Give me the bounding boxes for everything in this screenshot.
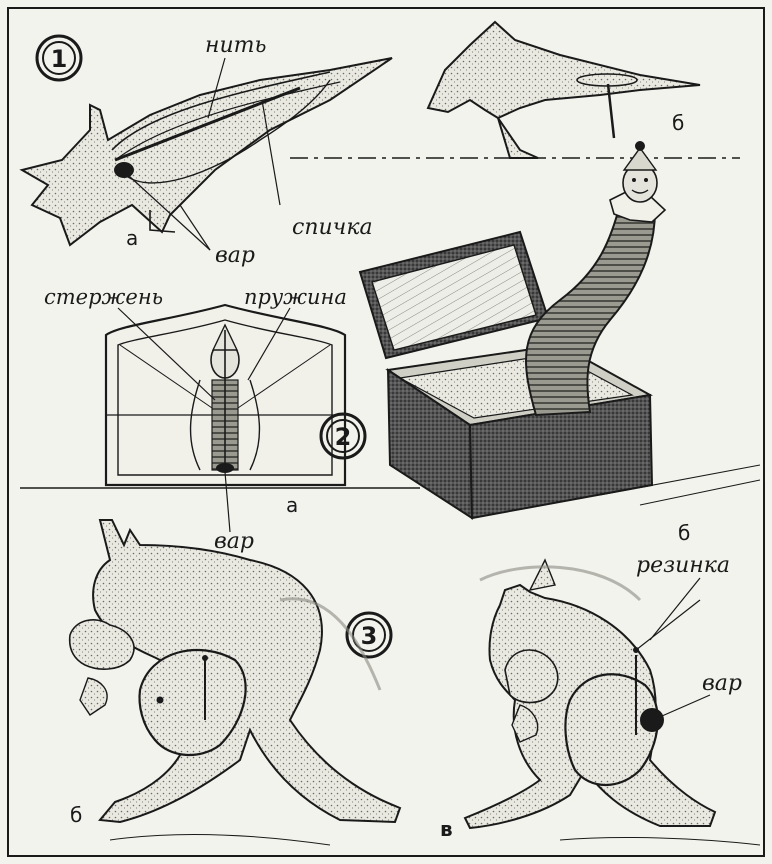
subfigure-2a-letter: а bbox=[286, 493, 298, 517]
figure-3-badge: 3 bbox=[347, 613, 391, 657]
subfigure-2b-letter: б bbox=[678, 521, 690, 545]
figure-2b-box-open bbox=[360, 141, 760, 518]
label-wax-1a: вар bbox=[215, 243, 255, 268]
label-thread: нить bbox=[205, 33, 267, 58]
figure-1-badge: 1 bbox=[37, 36, 81, 80]
figure-3: 3 б bbox=[70, 520, 760, 845]
subfigure-3b-letter: б bbox=[70, 803, 82, 827]
wax-blob-1a bbox=[114, 162, 134, 178]
figure-2a-box-front bbox=[106, 305, 345, 485]
subfigure-1b-letter: б bbox=[672, 111, 684, 135]
figure-2-number: 2 bbox=[335, 423, 352, 451]
label-rubber: резинка bbox=[636, 553, 730, 578]
rubber-band bbox=[636, 600, 700, 650]
figure-2-badge: 2 bbox=[321, 414, 365, 458]
figure-1-number: 1 bbox=[51, 45, 68, 73]
wax-blob-2a bbox=[216, 463, 234, 473]
subfigure-1a-letter: а bbox=[126, 226, 138, 250]
figure-3b-kangaroo bbox=[70, 520, 400, 845]
figure-3-number: 3 bbox=[361, 622, 378, 650]
label-wax-2a: вар bbox=[214, 529, 254, 554]
figure-3v-kangaroo bbox=[465, 560, 760, 845]
label-rod: стержень bbox=[44, 285, 163, 309]
label-spring: пружина bbox=[244, 285, 347, 309]
figure-1b-cutout bbox=[428, 22, 700, 158]
subfigure-3v-letter: в bbox=[440, 817, 453, 841]
label-wax-3v: вар bbox=[702, 671, 742, 696]
wax-blob-3v bbox=[640, 708, 664, 732]
label-match: спичка bbox=[292, 215, 373, 240]
